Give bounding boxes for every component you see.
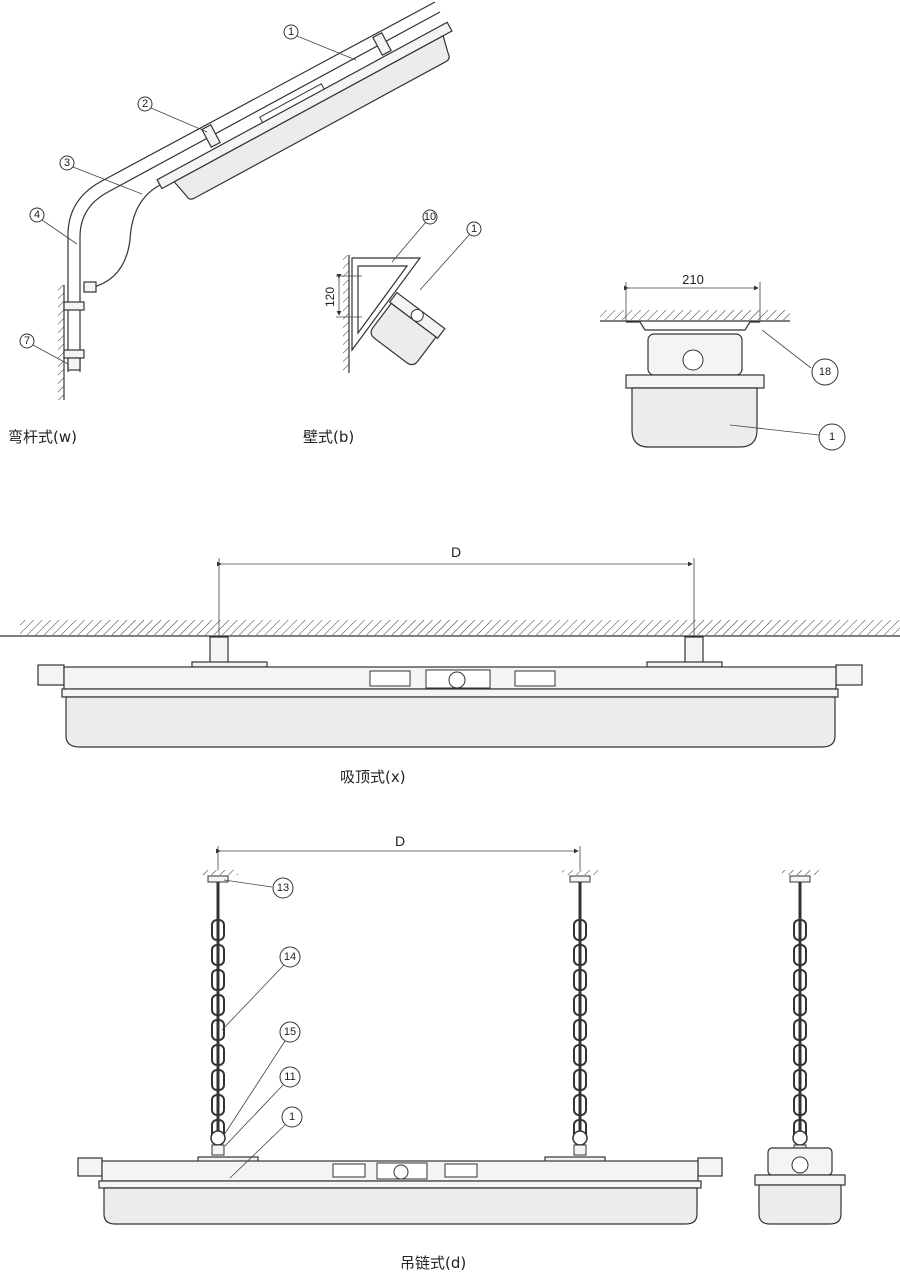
callout-14: 14 — [221, 946, 301, 1031]
callout-1-wall: 1 — [419, 221, 482, 291]
wall-bracket — [351, 257, 422, 352]
callout-15: 15 — [223, 1021, 301, 1136]
end-gland-right — [835, 664, 863, 686]
cable-gland — [83, 281, 97, 293]
wall-hatch — [343, 255, 349, 373]
callout-18: 18 — [761, 329, 839, 386]
dimension-120: 120 — [323, 274, 362, 318]
lamp-body-angled — [156, 21, 453, 200]
chain — [789, 875, 811, 1156]
bracket-left — [209, 636, 229, 664]
svg-text:210: 210 — [682, 272, 704, 287]
bent-pole-view: 1 2 3 4 7 弯杆式(w) — [8, 1, 453, 446]
callout-10: 10 — [391, 209, 438, 263]
pole — [67, 1, 436, 372]
bolt-nut — [67, 357, 81, 371]
svg-text:7: 7 — [24, 335, 30, 347]
svg-text:3: 3 — [64, 157, 70, 169]
lamp-flange — [61, 688, 839, 698]
mounting-bracket — [626, 321, 760, 331]
svg-text:4: 4 — [34, 209, 40, 221]
dimension-d-chain: D — [216, 833, 581, 870]
pole-edge — [79, 11, 441, 372]
end-gland-left — [37, 664, 65, 686]
ceiling-hatch-side — [782, 870, 820, 875]
cable-entry — [448, 671, 466, 689]
callout-13: 13 — [223, 877, 294, 899]
callout-2: 2 — [137, 96, 208, 133]
callout-1: 1 — [283, 24, 357, 61]
window-right — [514, 670, 556, 687]
callout-11: 11 — [224, 1066, 301, 1147]
lamp-bowl — [103, 1187, 698, 1225]
lamp-body-wall — [370, 291, 446, 366]
dimension-210: 210 — [624, 272, 761, 322]
callout-4: 4 — [29, 207, 78, 245]
caption-wall: 壁式(b) — [303, 428, 354, 446]
end-gland-left — [77, 1157, 103, 1177]
cable-entry — [393, 1164, 409, 1180]
ceiling-side-view: 210 18 1 — [600, 272, 846, 451]
bracket-right — [684, 636, 704, 664]
svg-text:D: D — [395, 833, 405, 849]
svg-text:14: 14 — [284, 951, 296, 963]
clamp-2 — [201, 124, 221, 148]
callout-3: 3 — [59, 155, 143, 195]
lamp-bowl — [631, 387, 758, 448]
callout-1-chain: 1 — [229, 1106, 303, 1179]
svg-text:120: 120 — [323, 287, 337, 307]
plate-right — [646, 661, 723, 668]
window-left — [332, 1163, 366, 1178]
svg-text:D: D — [451, 544, 461, 560]
clamp-1 — [372, 32, 392, 56]
svg-text:10: 10 — [424, 211, 436, 223]
ceiling-hatch-right — [562, 870, 600, 875]
window-right — [444, 1163, 478, 1178]
wall-hatch — [58, 285, 64, 400]
svg-text:1: 1 — [289, 1111, 295, 1123]
window-left — [369, 670, 411, 687]
ceiling-hatch-left — [200, 870, 238, 875]
svg-text:1: 1 — [471, 223, 477, 235]
svg-text:1: 1 — [829, 431, 835, 443]
ceiling-hatch — [20, 620, 900, 635]
svg-text:13: 13 — [277, 882, 289, 894]
svg-text:2: 2 — [142, 98, 148, 110]
side-cable-entry — [791, 1156, 809, 1174]
side-lamp-bowl — [758, 1184, 842, 1225]
chain-view: D 13 14 15 11 1 吊链式(d) — [77, 833, 846, 1272]
caption-ceiling: 吸顶式(x) — [340, 768, 406, 786]
svg-text:18: 18 — [819, 366, 831, 378]
pole-clamp — [63, 301, 85, 311]
callout-1-side: 1 — [729, 423, 846, 451]
svg-text:11: 11 — [284, 1071, 295, 1083]
caption-chain: 吊链式(d) — [400, 1254, 466, 1272]
side-lamp-flange — [754, 1174, 846, 1186]
chain — [569, 875, 591, 1156]
callout-7: 7 — [19, 333, 69, 365]
svg-text:15: 15 — [284, 1026, 296, 1038]
pole-clamp-lower — [63, 349, 85, 359]
cable-entry — [682, 349, 704, 371]
wall-view: 120 10 1 壁式(b) — [303, 209, 482, 446]
lamp-flange — [625, 374, 765, 389]
plate-left — [191, 661, 268, 668]
lamp-flange — [98, 1180, 702, 1189]
svg-text:1: 1 — [288, 26, 294, 38]
ceiling-hatch — [600, 310, 790, 320]
ceiling-mount-view: D 吸顶式(x) — [0, 544, 900, 786]
end-gland-right — [697, 1157, 723, 1177]
lamp-bowl — [65, 696, 836, 748]
chain — [207, 875, 229, 1156]
chains — [207, 875, 811, 1156]
cable — [89, 184, 161, 289]
caption-bent-pole: 弯杆式(w) — [8, 428, 77, 446]
